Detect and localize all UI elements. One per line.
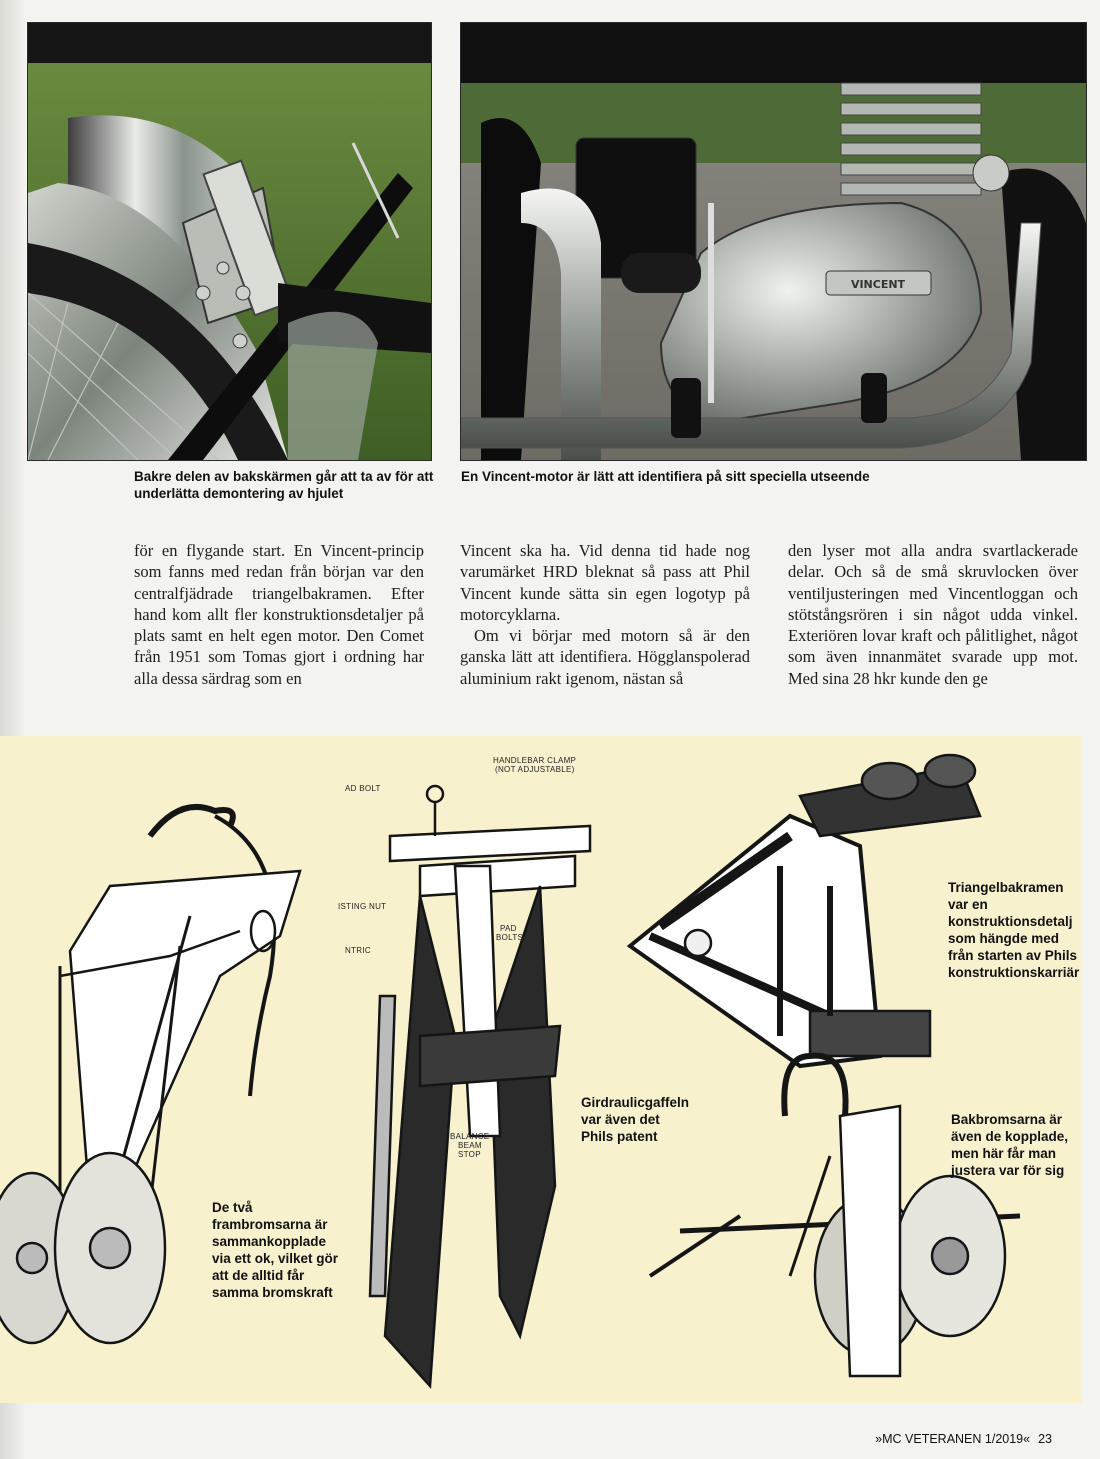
callout-handlebar-clamp: HANDLEBAR CLAMP (493, 756, 577, 765)
engine-badge: VINCENT (851, 278, 906, 291)
technical-illustrations (0, 753, 1021, 1390)
page-footer: »MC VETERANEN 1/2019« 23 (875, 1432, 1052, 1446)
callout-balance-line2: BEAM (458, 1141, 482, 1150)
rear-fender-photo (27, 22, 432, 461)
callout-pad-bolts-line2: BOLTS (496, 933, 524, 942)
vincent-engine-photo: VINCENT (460, 22, 1087, 461)
paragraph: Vincent ska ha. Vid denna tid hade nog v… (460, 541, 750, 624)
text-column-3: den lyser mot alla andra svartlackerade … (788, 540, 1078, 689)
paragraph: Om vi börjar med motorn så är den ganska… (460, 626, 750, 688)
text-column-1: för en flygande start. En Vincent-princi… (134, 540, 424, 689)
callout-pad-bolts-line1: PAD (500, 924, 517, 933)
callout-pad-bolt: AD BOLT (345, 784, 381, 793)
magazine-name: »MC VETERANEN 1/2019« (875, 1432, 1031, 1446)
label-triangle-frame: Triangelbakramen var en konstruktionsdet… (948, 880, 1080, 980)
photo-caption-fender: Bakre delen av bakskärmen går att ta av … (134, 469, 434, 501)
callout-not-adjustable: (NOT ADJUSTABLE) (495, 765, 575, 774)
label-front-brakes: De två frambromsarna är sammankopplade v… (212, 1200, 339, 1300)
paragraph: för en flygande start. En Vincent-princi… (134, 541, 424, 688)
photo-caption-engine: En Vincent-motor är lätt att identifiera… (461, 469, 870, 484)
page-number: 23 (1038, 1432, 1052, 1446)
text-column-2: Vincent ska ha. Vid denna tid hade nog v… (460, 540, 750, 689)
callout-balance-line3: STOP (458, 1150, 481, 1159)
label-rear-brakes: Bakbromsarna är även de kopplade, men hä… (951, 1112, 1069, 1178)
label-girdraulic-fork: Girdraulicgaffeln var även det Phils pat… (581, 1095, 690, 1144)
paragraph: den lyser mot alla andra svartlackerade … (788, 541, 1078, 688)
callout-adjusting-nut: ISTING NUT (338, 902, 387, 911)
callout-eccentric: NTRIC (345, 946, 371, 955)
callout-balance-line1: BALANCE (450, 1132, 490, 1141)
technical-diagram-panel: HANDLEBAR CLAMP (NOT ADJUSTABLE) AD BOLT… (0, 736, 1082, 1403)
